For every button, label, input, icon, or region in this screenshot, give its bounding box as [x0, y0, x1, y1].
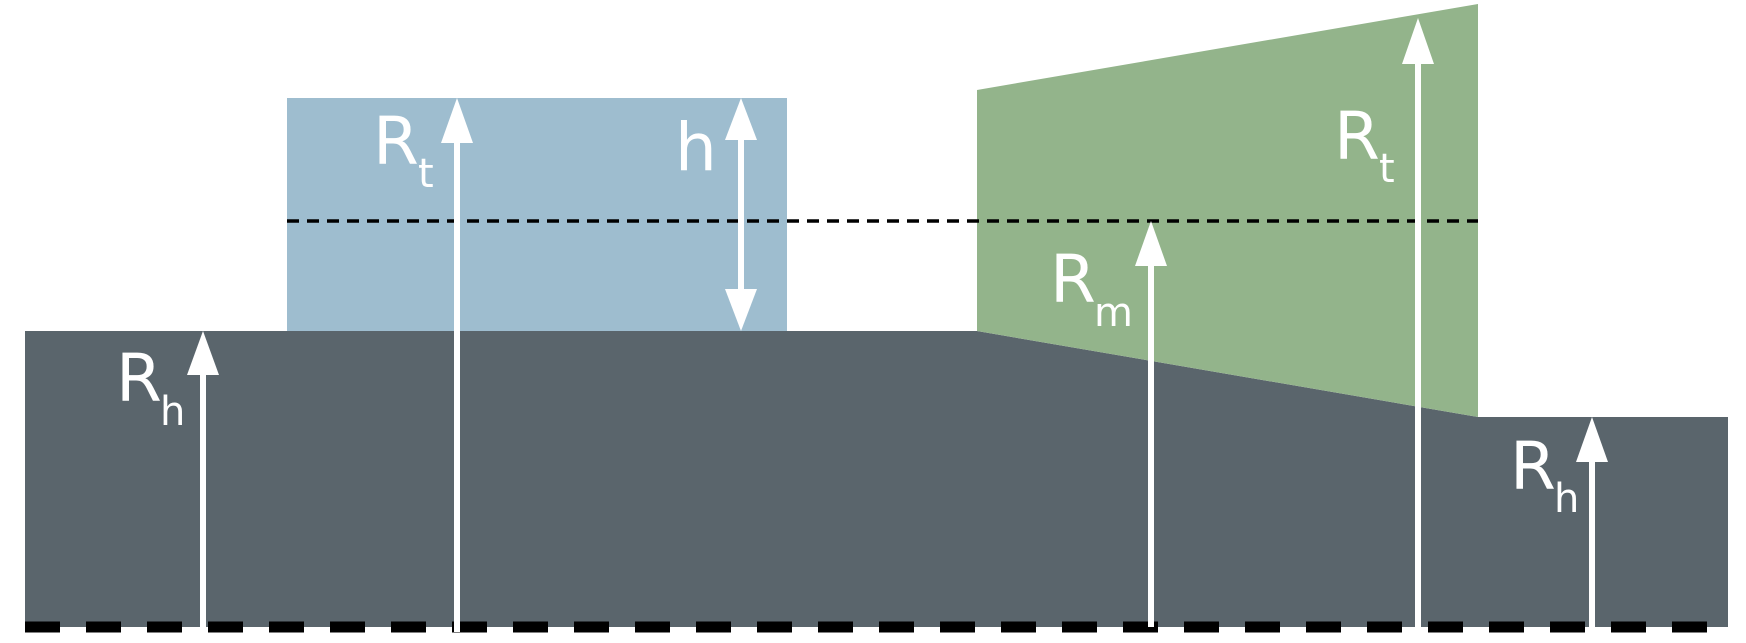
svg-text:t: t [1379, 146, 1395, 192]
svg-text:R: R [1334, 98, 1380, 175]
svg-text:h: h [160, 389, 185, 435]
svg-text:R: R [1050, 241, 1096, 318]
svg-text:R: R [1510, 428, 1556, 505]
svg-text:R: R [373, 103, 419, 180]
base-block [25, 331, 1728, 627]
svg-text:h: h [1554, 476, 1579, 522]
rh-left-arrow [187, 331, 219, 627]
rectangular-block [287, 98, 787, 331]
svg-text:R: R [116, 340, 162, 417]
svg-text:t: t [418, 151, 434, 197]
rm-arrow [1135, 221, 1167, 627]
h-double-arrow [725, 98, 757, 331]
trapezoid-block [977, 4, 1478, 417]
svg-text:h: h [675, 109, 717, 186]
label-h: h [675, 109, 717, 186]
rh-right-arrow [1576, 417, 1608, 627]
rt-left-arrow [441, 98, 473, 632]
svg-text:m: m [1094, 290, 1133, 336]
label-rm: R m [1050, 241, 1133, 336]
label-rh-right: R h [1510, 428, 1579, 522]
label-rt-left: R t [373, 103, 434, 197]
label-rt-right: R t [1334, 98, 1395, 192]
label-rh-left: R h [116, 340, 185, 435]
rt-right-arrow [1402, 18, 1434, 632]
